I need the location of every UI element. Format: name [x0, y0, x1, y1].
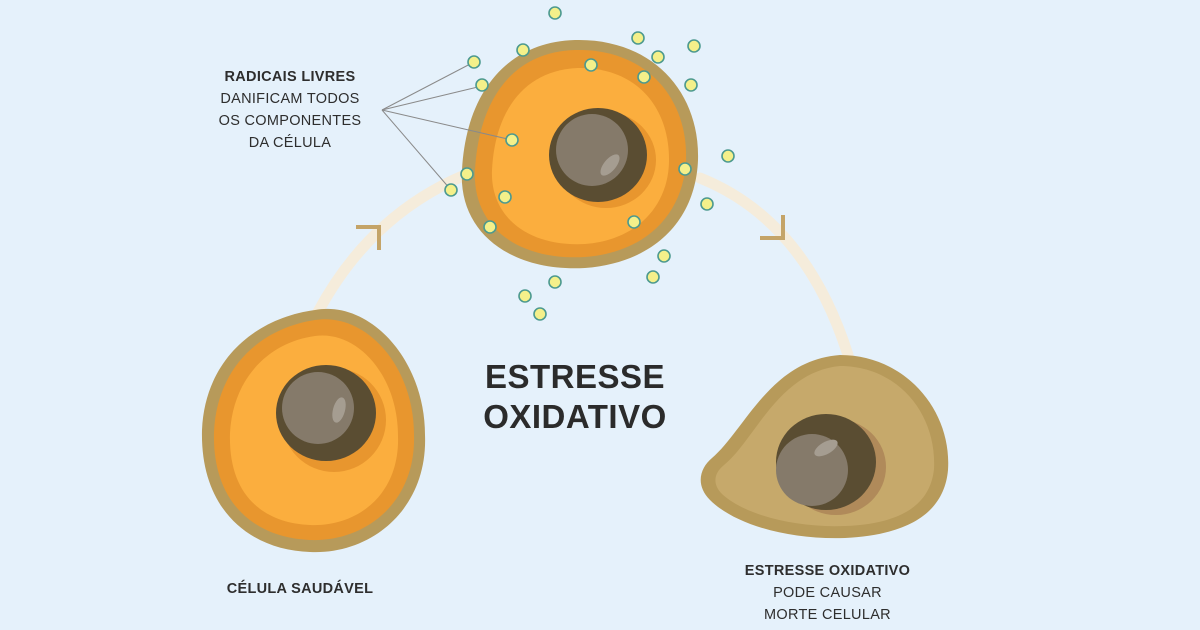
free-radical-dot [460, 167, 474, 181]
arrow-head-left-icon [356, 225, 381, 250]
cell-death-text-line: PODE CAUSAR [773, 585, 882, 601]
pointer-line [381, 109, 513, 141]
free-radical-dot [584, 58, 598, 72]
free-radical-dot [505, 133, 519, 147]
dying-cell [700, 355, 949, 539]
arrow-head-right-icon [760, 215, 785, 240]
free-radical-dot [475, 78, 489, 92]
free-radicals-heading: RADICAIS LIVRES [224, 69, 356, 85]
free-radical-dot [684, 78, 698, 92]
arrow-right-curve [694, 172, 854, 361]
free-radical-dot [533, 307, 547, 321]
healthy-cell-heading: CÉLULA SAUDÁVEL [226, 581, 374, 597]
free-radical-dot [627, 215, 641, 229]
attacked-cell-nucleus-core [556, 114, 628, 186]
cell-death-text-line: MORTE CELULAR [764, 607, 891, 623]
healthy-cell [201, 308, 426, 553]
attacked-cell [461, 39, 699, 269]
free-radical-dot [518, 289, 532, 303]
pointer-line [381, 61, 475, 111]
free-radical-dot [548, 275, 562, 289]
free-radical-dot [651, 50, 665, 64]
free-radicals [444, 6, 735, 321]
free-radical-dot [657, 249, 671, 263]
dying-cell-nucleus-highlight [814, 439, 838, 457]
free-radicals-label: RADICAIS LIVRES DANIFICAM TODOS OS COMPO… [200, 66, 380, 154]
free-radical-dot [498, 190, 512, 204]
label-pointer-lines [381, 61, 513, 191]
free-radical-dot [483, 220, 497, 234]
arrow-left-curve [312, 169, 471, 318]
free-radical-dot [678, 162, 692, 176]
healthy-cell-nucleus-highlight [332, 397, 346, 423]
free-radical-dot [646, 270, 660, 284]
free-radical-dot [516, 43, 530, 57]
free-radical-dot [700, 197, 714, 211]
pointer-line [381, 85, 483, 111]
free-radical-dot [637, 70, 651, 84]
free-radical-dot [721, 149, 735, 163]
free-radical-dot [467, 55, 481, 69]
free-radical-dot [444, 183, 458, 197]
main-title-line: OXIDATIVO [483, 398, 667, 435]
free-radicals-text-line: DA CÉLULA [248, 135, 332, 151]
free-radical-dot [687, 39, 701, 53]
main-title: ESTRESSE OXIDATIVO [430, 357, 720, 437]
free-radicals-text-line: DANIFICAM TODOS [220, 91, 360, 107]
healthy-cell-nucleus-core [282, 372, 354, 444]
free-radical-dot [631, 31, 645, 45]
healthy-cell-label: CÉLULA SAUDÁVEL [200, 578, 400, 600]
arrow-heads [356, 215, 785, 250]
free-radicals-text-line: OS COMPONENTES [218, 113, 362, 129]
free-radical-dot [548, 6, 562, 20]
attacked-cell-nucleus-highlight [600, 154, 620, 176]
cell-death-label: ESTRESSE OXIDATIVO PODE CAUSAR MORTE CEL… [720, 560, 935, 626]
pointer-line [381, 109, 452, 191]
main-title-line: ESTRESSE [484, 358, 666, 395]
cell-death-heading: ESTRESSE OXIDATIVO [744, 563, 911, 579]
